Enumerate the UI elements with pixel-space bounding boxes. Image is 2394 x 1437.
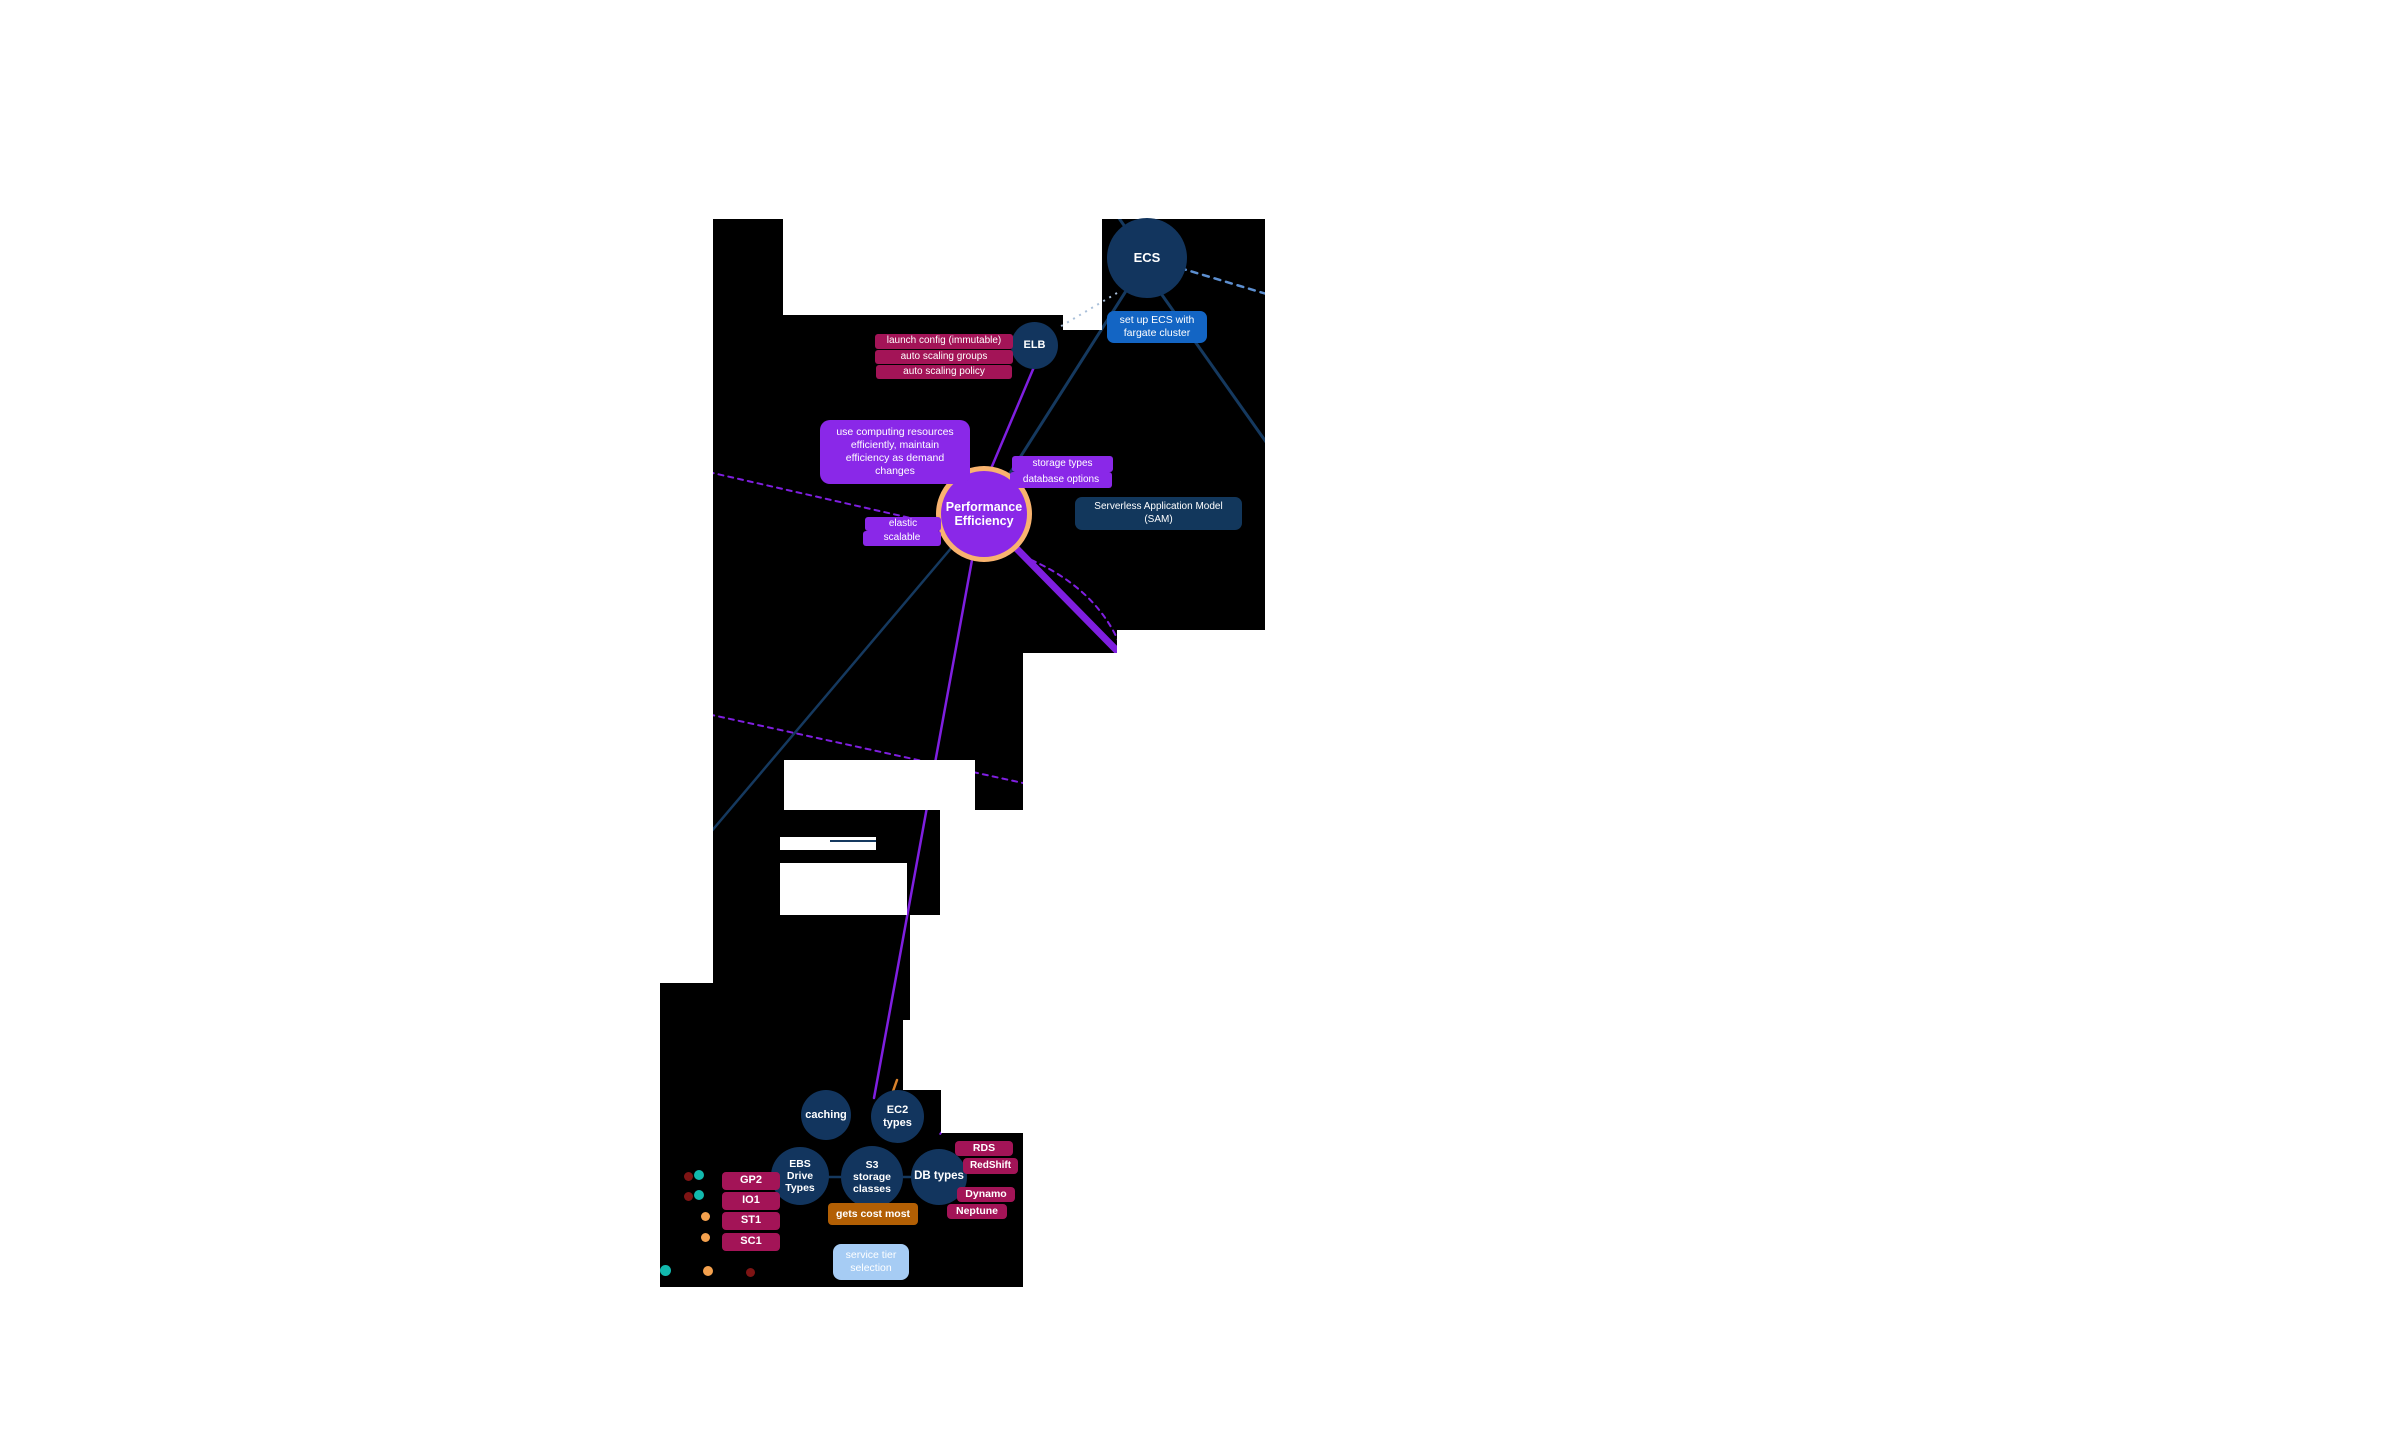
maroon-dot — [746, 1268, 755, 1277]
node-s3-storage-classes[interactable]: S3 storage classes — [841, 1146, 903, 1208]
edge-elb-to-center — [988, 365, 1036, 473]
edge-center-to-ec2 — [872, 558, 974, 1100]
label-auto-scaling-policy[interactable]: auto scaling policy — [876, 365, 1012, 379]
label-redshift[interactable]: RedShift — [963, 1158, 1018, 1174]
edge-dashed-ecs-elb-specks — [1057, 292, 1118, 329]
label-neptune[interactable]: Neptune — [947, 1204, 1007, 1219]
orange-dot — [701, 1212, 710, 1221]
label-rds[interactable]: RDS — [955, 1141, 1013, 1156]
label-sc1[interactable]: SC1 — [722, 1233, 780, 1251]
label-auto-scaling-groups[interactable]: auto scaling groups — [875, 350, 1013, 364]
maroon-dot — [684, 1172, 693, 1181]
label-elastic[interactable]: elastic — [865, 517, 941, 531]
node-ecs[interactable]: ECS — [1107, 218, 1187, 298]
label-serverless-application-model[interactable]: Serverless Application Model (SAM) — [1075, 497, 1242, 530]
label-storage-types[interactable]: storage types — [1012, 456, 1113, 472]
label-gp2[interactable]: GP2 — [722, 1172, 780, 1190]
label-io1[interactable]: IO1 — [722, 1192, 780, 1210]
label-st1[interactable]: ST1 — [722, 1212, 780, 1230]
mask-rects — [660, 219, 1265, 1287]
teal-dot — [694, 1190, 704, 1200]
label-launch-config[interactable]: launch config (immutable) — [875, 334, 1013, 349]
orange-dot — [703, 1266, 713, 1276]
label-gets-cost-most[interactable]: gets cost most — [828, 1203, 918, 1225]
label-setup-ecs-fargate[interactable]: set up ECS with fargate cluster — [1107, 311, 1207, 343]
node-ebs-drive-types[interactable]: EBS Drive Types — [771, 1147, 829, 1205]
label-database-options[interactable]: database options — [1010, 472, 1112, 488]
edge-ecs-dashed-right — [1178, 266, 1265, 315]
orange-dot — [701, 1233, 710, 1242]
maroon-dot — [684, 1192, 693, 1201]
node-caching[interactable]: caching — [801, 1090, 851, 1140]
teal-dot — [660, 1265, 671, 1276]
node-ec2-types[interactable]: EC2 types — [871, 1090, 924, 1143]
node-elb[interactable]: ELB — [1011, 322, 1058, 369]
label-dynamo[interactable]: Dynamo — [957, 1187, 1015, 1202]
label-service-tier-selection[interactable]: service tier selection — [833, 1244, 909, 1280]
teal-dot — [694, 1170, 704, 1180]
edge-ecs-to-center — [982, 256, 1149, 516]
edge-dashed-left-upper — [660, 460, 942, 526]
label-scalable[interactable]: scalable — [863, 531, 941, 546]
edge-center-downleft — [664, 538, 960, 887]
label-use-computing-resources[interactable]: use computing resources efficiently, mai… — [820, 420, 970, 484]
